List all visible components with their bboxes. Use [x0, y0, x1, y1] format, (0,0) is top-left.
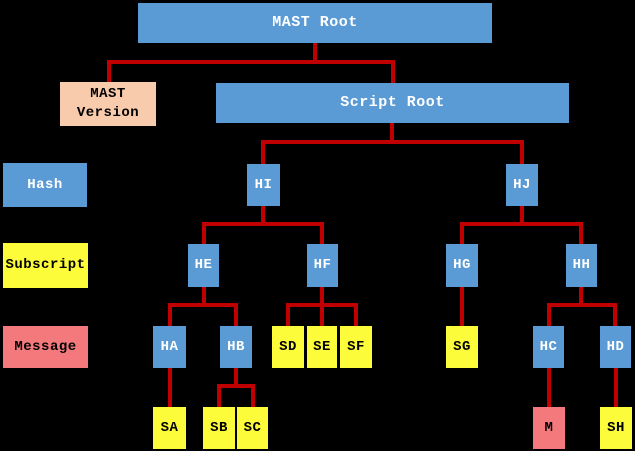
- node-hg: HG: [446, 244, 478, 287]
- tree-connector-line: [354, 303, 358, 328]
- tree-connector-line: [460, 222, 464, 246]
- node-sh: SH: [600, 407, 632, 449]
- node-legend-message: Message: [3, 326, 88, 368]
- tree-connector-line: [579, 285, 583, 307]
- tree-connector-line: [391, 60, 395, 85]
- tree-connector-line: [261, 140, 265, 166]
- node-he: HE: [188, 244, 219, 287]
- node-sb: SB: [203, 407, 235, 449]
- tree-connector-line: [261, 140, 524, 144]
- tree-connector-line: [286, 303, 290, 328]
- tree-connector-line: [202, 222, 324, 226]
- tree-connector-line: [202, 285, 206, 307]
- tree-connector-line: [217, 384, 221, 409]
- node-sa: SA: [153, 407, 186, 449]
- node-mast-root: MAST Root: [138, 3, 492, 43]
- tree-connector-line: [614, 366, 618, 409]
- node-hb: HB: [220, 326, 252, 368]
- tree-connector-line: [520, 140, 524, 166]
- node-m: M: [533, 407, 565, 449]
- node-script-root: Script Root: [216, 83, 569, 123]
- tree-connector-line: [547, 303, 551, 328]
- node-sc: SC: [237, 407, 268, 449]
- node-hf: HF: [307, 244, 338, 287]
- tree-connector-line: [261, 204, 265, 226]
- tree-connector-line: [168, 303, 238, 307]
- node-se: SE: [307, 326, 337, 368]
- tree-connector-line: [460, 285, 464, 328]
- node-legend-subscript: Subscript: [3, 243, 88, 288]
- tree-connector-line: [234, 366, 238, 388]
- tree-connector-line: [217, 384, 255, 388]
- node-hi: HI: [247, 164, 280, 206]
- tree-connector-line: [202, 222, 206, 246]
- tree-connector-line: [107, 60, 111, 84]
- tree-connector-line: [390, 121, 394, 144]
- node-ha: HA: [153, 326, 186, 368]
- node-hj: HJ: [506, 164, 538, 206]
- tree-connector-line: [251, 384, 255, 409]
- node-sf: SF: [340, 326, 372, 368]
- node-legend-hash: Hash: [3, 163, 87, 207]
- tree-connector-line: [168, 303, 172, 328]
- tree-connector-line: [547, 303, 617, 307]
- tree-connector-line: [460, 222, 583, 226]
- node-mast-version: MAST Version: [60, 82, 156, 126]
- tree-connector-line: [520, 204, 524, 226]
- node-sd: SD: [272, 326, 304, 368]
- tree-connector-line: [234, 303, 238, 328]
- tree-connector-line: [168, 366, 172, 409]
- node-hh: HH: [566, 244, 597, 287]
- tree-connector-line: [286, 303, 358, 307]
- tree-connector-line: [579, 222, 583, 246]
- tree-connector-line: [313, 41, 317, 64]
- node-hd: HD: [600, 326, 631, 368]
- tree-connector-line: [320, 222, 324, 246]
- node-hc: HC: [533, 326, 564, 368]
- node-sg: SG: [446, 326, 478, 368]
- tree-connector-line: [613, 303, 617, 328]
- tree-connector-line: [107, 60, 395, 64]
- tree-connector-line: [547, 366, 551, 409]
